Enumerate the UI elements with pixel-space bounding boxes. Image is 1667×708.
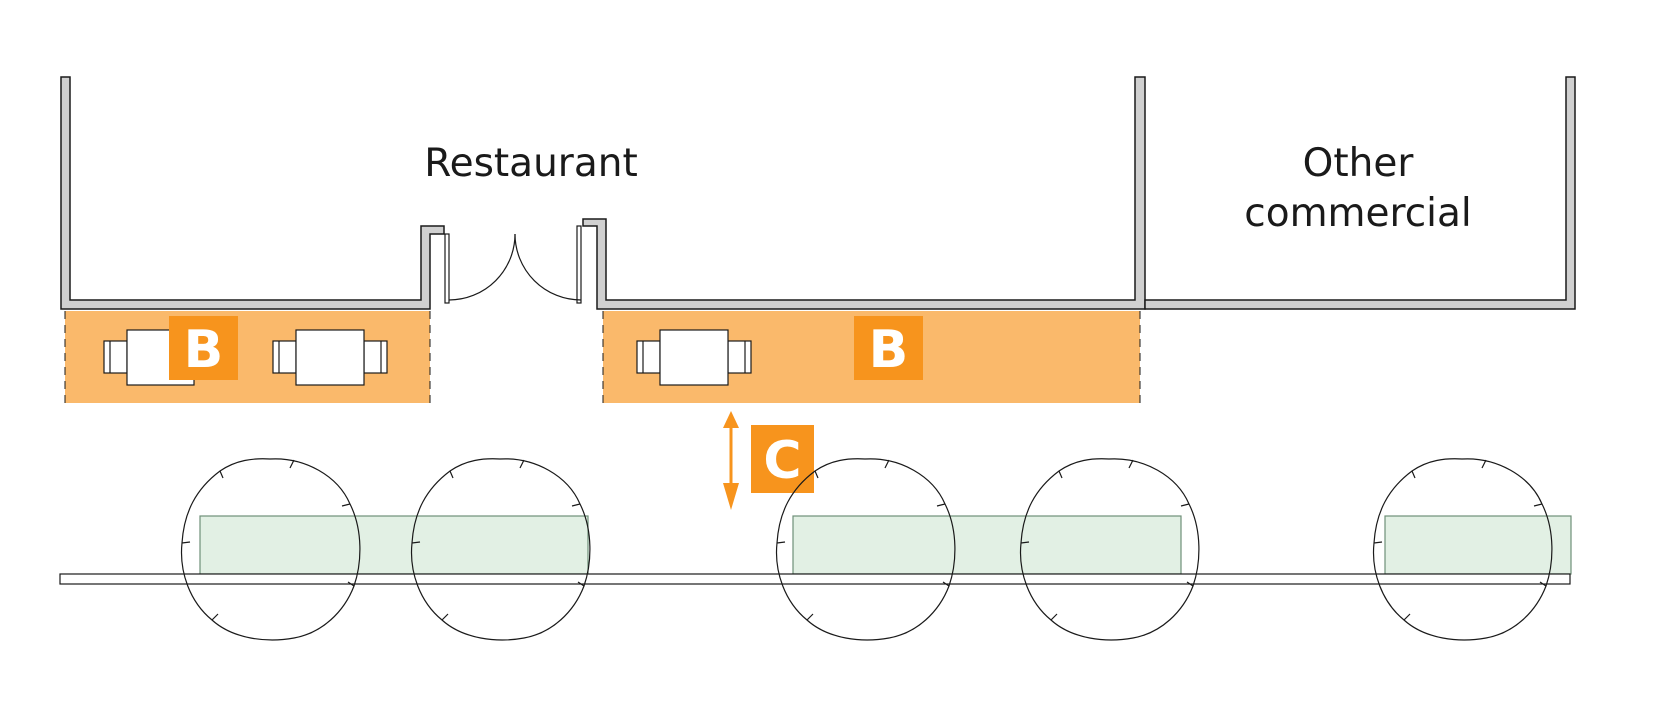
tree-canopy-4 [1019, 458, 1200, 641]
badge-b-left-label: B [184, 320, 224, 380]
door-leaf-right [576, 225, 582, 304]
planter-1 [199, 515, 589, 575]
restaurant-wall-left [60, 76, 445, 310]
restaurant-label: Restaurant [424, 141, 638, 186]
planter-2 [792, 515, 1182, 575]
restaurant-wall-right [582, 76, 1146, 310]
badge-b-right-label: B [869, 320, 909, 380]
door-swing-right [514, 233, 582, 301]
badge-b-right: B [854, 316, 923, 380]
tree-canopy-1 [180, 458, 361, 641]
commercial-wall [1144, 76, 1576, 310]
chair [272, 340, 297, 374]
tree-canopy-3 [775, 458, 956, 641]
chair [103, 340, 128, 374]
chair [636, 340, 661, 374]
tree-canopy-5 [1372, 458, 1553, 641]
chair [363, 340, 388, 374]
door-swing-left [448, 233, 516, 301]
clearance-arrow [723, 411, 739, 510]
table-set-3 [636, 329, 752, 386]
entrance-door [444, 225, 582, 304]
other-commercial-label-line2: commercial [1244, 191, 1471, 236]
planter-3 [1384, 515, 1572, 575]
door-leaf-left [444, 233, 450, 304]
badge-c: C [751, 425, 814, 493]
tree-canopy-2 [410, 458, 591, 641]
badge-c-label: C [763, 431, 801, 491]
chair [727, 340, 752, 374]
curb [59, 573, 1571, 585]
tree-canopies [180, 458, 1553, 641]
table [659, 329, 729, 386]
other-commercial-label-line1: Other [1303, 141, 1415, 186]
building-walls [60, 76, 1576, 310]
badge-b-left: B [169, 316, 238, 380]
planters [199, 515, 1572, 575]
table [295, 329, 365, 386]
table-set-2 [272, 329, 388, 386]
